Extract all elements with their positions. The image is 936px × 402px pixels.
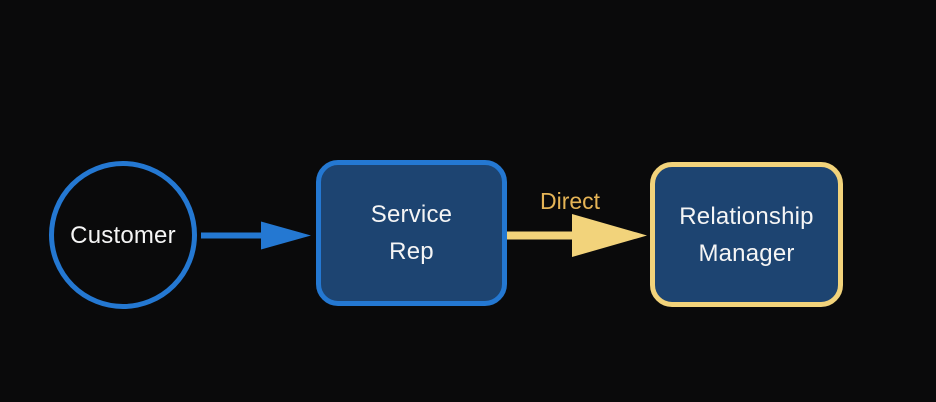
node-customer: Customer [49,161,197,309]
node-relationship-manager: Relationship Manager [650,162,843,307]
node-customer-label: Customer [70,221,176,249]
node-service-rep-label-line2: Rep [389,238,434,265]
node-service-rep: Service Rep [316,160,507,306]
edge-label-direct: Direct [539,188,601,214]
node-service-rep-label-line1: Service [370,201,453,228]
node-relationship-manager-label-line1: Relationship [679,202,814,230]
arrow-service-rep-to-relationship-manager [507,214,647,257]
arrow-customer-to-service-rep [201,221,311,250]
node-relationship-manager-label-line2: Manager [698,239,795,267]
